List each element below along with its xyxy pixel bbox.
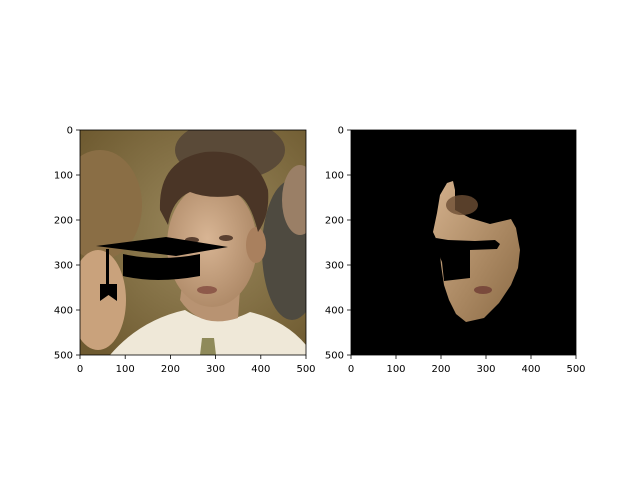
left-x-tick-label: 200	[161, 364, 180, 375]
left-person-face	[80, 250, 126, 350]
graduation-cap-icon	[96, 237, 228, 301]
left-x-tick-label: 300	[206, 364, 225, 375]
ear	[246, 227, 266, 263]
right-x-tick-label: 300	[476, 364, 495, 375]
right-y-tick-label: 200	[325, 216, 344, 227]
left-y-tick-label: 200	[54, 216, 73, 227]
right-x-tick-label: 200	[431, 364, 450, 375]
left-axes: 0 100 200 300 400 500 0 100 200 300 400 500	[54, 126, 316, 376]
left-x-tick-label: 0	[77, 364, 83, 375]
left-x-tick-label: 100	[116, 364, 135, 375]
right-y-tick-label: 300	[325, 261, 344, 272]
right-x-tick-label: 400	[521, 364, 540, 375]
right-y-tick-label: 0	[338, 126, 344, 137]
photo-panel	[80, 130, 306, 355]
mask-panel	[351, 130, 576, 355]
right-x-tick-label: 500	[566, 364, 585, 375]
left-person-hair	[80, 150, 142, 260]
left-y-tick-label: 0	[67, 126, 73, 137]
right-x-tick-label: 0	[348, 364, 354, 375]
left-y-tick-label: 500	[54, 351, 73, 362]
background-person-right-skin	[282, 165, 306, 235]
left-y-tick-label: 100	[54, 171, 73, 182]
shirt	[110, 310, 306, 355]
left-y-tick-label: 400	[54, 306, 73, 317]
left-axes-frame	[79, 129, 307, 356]
left-y-tick-label: 300	[54, 261, 73, 272]
mask-mouth	[474, 286, 492, 294]
eye-right	[219, 235, 233, 241]
right-axes-frame	[350, 129, 577, 356]
tie	[200, 338, 216, 355]
right-y-tick-label: 500	[325, 351, 344, 362]
mask-hair-shadow	[446, 195, 478, 215]
right-y-tick-label: 400	[325, 306, 344, 317]
mouth	[197, 286, 217, 294]
left-x-tick-label: 500	[296, 364, 315, 375]
right-y-tick-label: 100	[325, 171, 344, 182]
right-axes: 0 100 200 300 400 500 0 100 200 300 400 500	[325, 126, 586, 376]
cap-hole	[436, 238, 500, 281]
face-cutout	[433, 181, 520, 322]
right-x-tick-label: 100	[386, 364, 405, 375]
main-hair	[159, 151, 269, 232]
left-x-tick-label: 400	[251, 364, 270, 375]
